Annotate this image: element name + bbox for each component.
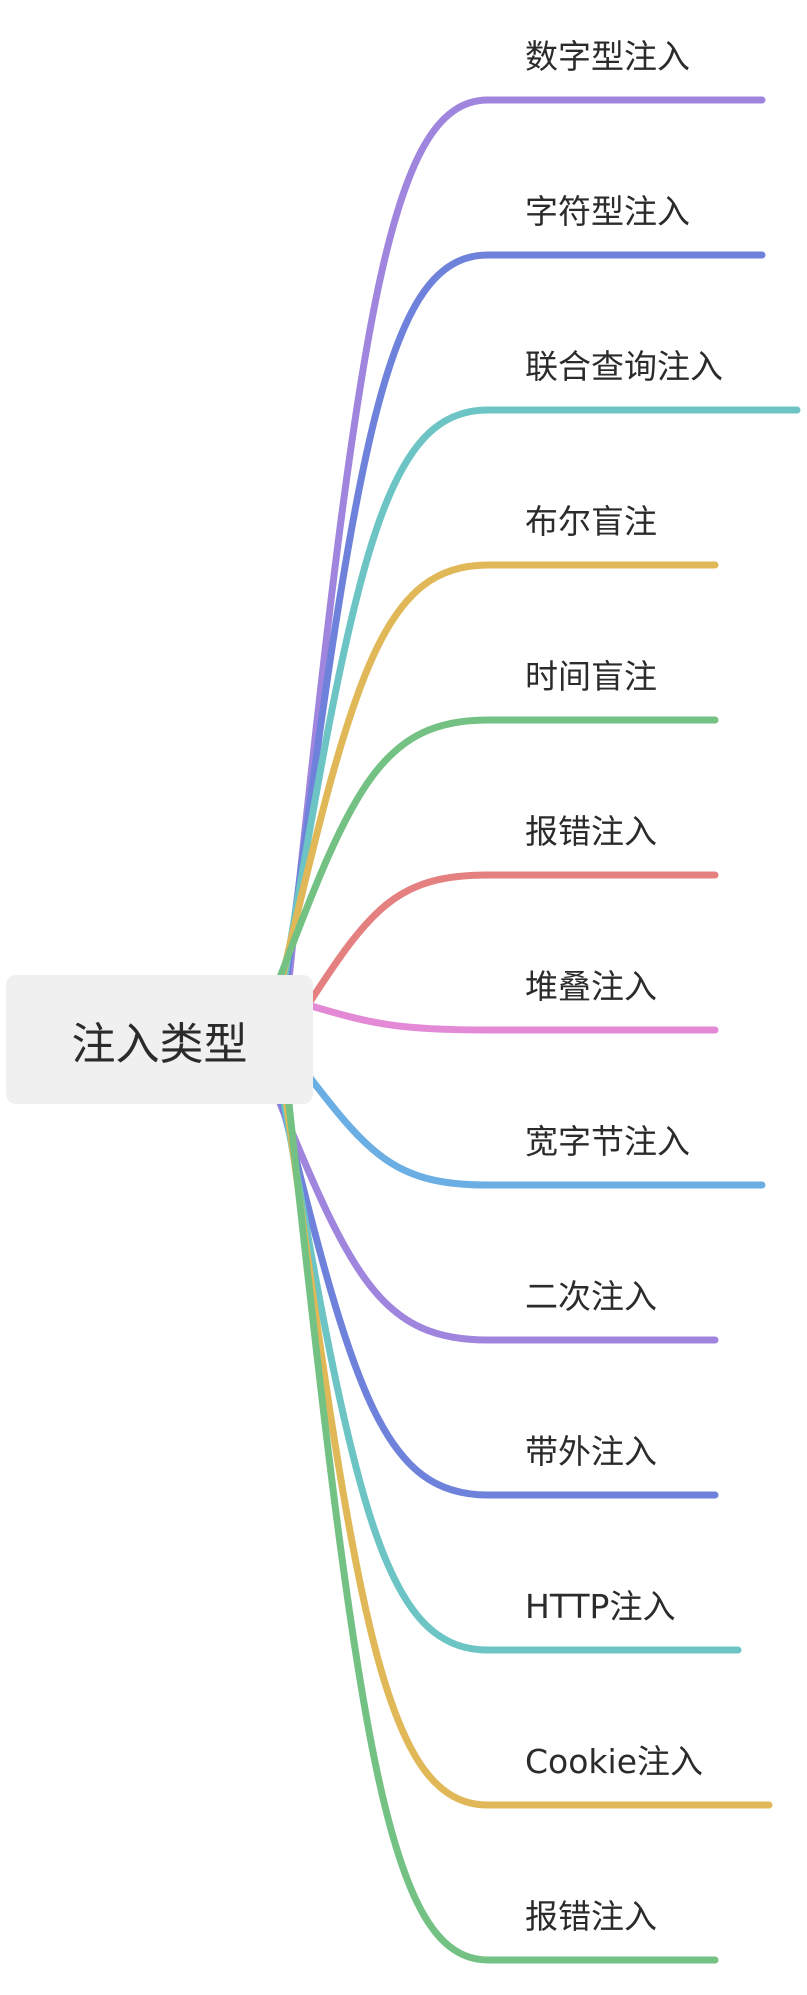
branch-label[interactable]: 报错注入 [525, 812, 657, 851]
branch-label[interactable]: 二次注入 [525, 1277, 657, 1316]
branch-label[interactable]: 数字型注入 [525, 37, 690, 76]
branch-label[interactable]: HTTP注入 [525, 1587, 676, 1626]
branch-line [285, 1098, 719, 1964]
branch-line [304, 1001, 719, 1034]
branch-label[interactable]: 布尔盲注 [525, 502, 657, 541]
branch-line [283, 251, 766, 982]
branch-line [278, 1098, 719, 1499]
branch-label[interactable]: 带外注入 [525, 1432, 657, 1471]
branch-label[interactable]: 时间盲注 [525, 657, 657, 696]
branch-label[interactable]: 联合查询注入 [525, 347, 723, 386]
root-node[interactable]: 注入类型 [6, 975, 313, 1104]
root-label: 注入类型 [71, 1018, 248, 1070]
branch-label[interactable]: 报错注入 [525, 1897, 657, 1936]
branch-label[interactable]: 字符型注入 [525, 192, 690, 231]
branch-line [276, 716, 719, 982]
branch-line [285, 96, 766, 982]
branch-label[interactable]: 堆叠注入 [525, 967, 657, 1006]
branch-line [278, 561, 719, 982]
branch-line [276, 1098, 719, 1344]
branch-label[interactable]: Cookie注入 [525, 1742, 704, 1781]
branch-line [304, 1071, 766, 1189]
branch-line [280, 406, 801, 982]
branch-line [280, 1098, 742, 1654]
branch-line [304, 871, 719, 1009]
branch-label[interactable]: 宽字节注入 [525, 1122, 690, 1161]
